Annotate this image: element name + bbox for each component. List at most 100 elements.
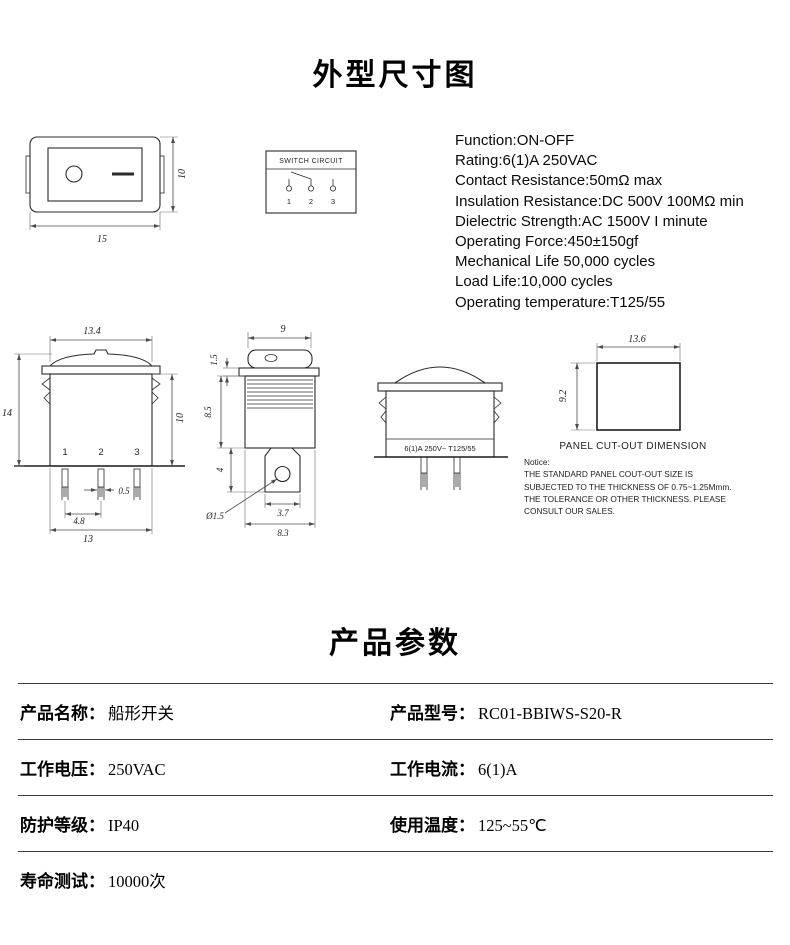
params-title: 产品参数	[329, 627, 461, 660]
switch-circuit-diagram: SWITCH CIRCUIT 1 2 3	[265, 150, 357, 214]
side-body-height-label: 8.5	[203, 406, 213, 418]
notice-line: SUBJECTED TO THE THICKNESS OF 0.75~1.25M…	[524, 481, 732, 492]
spec-line: Operating temperature:T125/55	[455, 293, 666, 311]
front-view-drawing: 1 2 3 13.4 14 10 0.5	[2, 326, 186, 545]
front-small-width-label: 15	[97, 234, 107, 245]
marking-view-drawing: 6(1)A 250V~ T125/55	[374, 366, 508, 490]
param-value: 250VAC	[108, 760, 166, 779]
front-total-height-label: 14	[2, 408, 12, 419]
dim-flange-height-1-5: 1.5	[209, 354, 239, 386]
front-body-width-label: 13	[83, 534, 93, 545]
dim-bracket-width-3-7: 3.7	[264, 494, 301, 518]
param-value: 125~55℃	[478, 816, 547, 835]
spec-line: Load Life:10,000 cycles	[455, 273, 613, 291]
param-cell: 寿命测试：10000次	[20, 867, 166, 892]
rocker-circle-mark	[65, 165, 83, 183]
param-value: 10000次	[108, 872, 166, 891]
circuit-terminal-1: 1	[287, 197, 291, 206]
spec-list: Function:ON-OFF Rating:6(1)A 250VAC Cont…	[455, 131, 744, 313]
front-terminal-1: 1	[62, 447, 67, 458]
rating-marking-label: 6(1)A 250V~ T125/55	[404, 444, 475, 453]
side-body-width-label: 8.3	[277, 528, 289, 538]
dim-bracket-height-4: 4	[215, 448, 265, 493]
param-label: 工作电流：	[390, 760, 475, 779]
param-cell: 防护等级：IP40	[20, 811, 139, 836]
table-row: 工作电压：250VAC 工作电流：6(1)A	[18, 739, 773, 795]
front-small-height-label: 10	[177, 169, 188, 179]
circuit-terminal-2: 2	[309, 197, 313, 206]
param-value: 船形开关	[108, 704, 174, 723]
param-label: 防护等级：	[20, 816, 105, 835]
param-label: 使用温度：	[390, 816, 475, 835]
side-top-width-label: 9	[281, 324, 286, 335]
switch-front-small-drawing: 10 15	[25, 136, 188, 245]
side-view-outline	[238, 349, 320, 493]
dim-cutout-height-9-2: 9.2	[558, 362, 595, 431]
dim-body-height-8-5: 8.5	[203, 375, 245, 449]
front-pins	[61, 468, 141, 500]
mounting-hole	[274, 465, 291, 483]
table-row: 防护等级：IP40 使用温度：125~55℃	[18, 795, 773, 851]
panel-cutout-caption: PANEL CUT-OUT DIMENSION	[559, 441, 707, 452]
side-bracket-width-label: 3.7	[276, 508, 289, 518]
dim-pin-pitch-4-8: 4.8	[64, 501, 102, 526]
panel-cutout-drawing: 13.6 9.2	[558, 334, 681, 431]
notice-block: Notice: THE STANDARD PANEL COUT-OUT SIZE…	[524, 456, 738, 517]
dim-pin-thickness-0-5: 0.5	[84, 486, 130, 496]
spec-line: Rating:6(1)A 250VAC	[455, 152, 598, 170]
param-cell: 产品名称：船形开关	[20, 699, 174, 724]
cutout-width-label: 13.6	[628, 334, 646, 345]
front-terminal-3: 3	[134, 447, 139, 458]
front-top-width-label: 13.4	[83, 326, 101, 337]
spec-line: Function:ON-OFF	[455, 132, 575, 149]
circuit-symbol	[285, 171, 337, 192]
param-label: 产品名称：	[20, 704, 105, 723]
front-terminal-2: 2	[98, 447, 103, 458]
cutout-rect	[596, 362, 681, 431]
page-title: 外型尺寸图	[312, 59, 478, 92]
param-cell: 工作电流：6(1)A	[390, 755, 517, 780]
param-value: RC01-BBIWS-S20-R	[478, 704, 622, 723]
front-pin-pitch-label: 4.8	[73, 516, 85, 526]
marking-view-outline	[374, 366, 508, 490]
front-body-height-label: 10	[175, 413, 186, 423]
param-label: 工作电压：	[20, 760, 105, 779]
circuit-terminal-3: 3	[331, 197, 335, 206]
dim-total-height-14: 14	[2, 353, 52, 467]
param-label: 寿命测试：	[20, 872, 105, 891]
spec-line: Contact Resistance:50mΩ max	[455, 172, 663, 190]
spec-line: Insulation Resistance:DC 500V 100MΩ min	[455, 192, 744, 210]
switch-circuit-title: SWITCH CIRCUIT	[279, 158, 343, 165]
param-value: IP40	[108, 816, 140, 835]
side-view-drawing: 9 1.5 8.5 4 Ø1.5 3.7	[203, 324, 320, 538]
table-row: 产品名称：船形开关 产品型号：RC01-BBIWS-S20-R	[18, 683, 773, 739]
param-cell: 工作电压：250VAC	[20, 755, 165, 780]
dim-body-height-10: 10	[152, 373, 186, 466]
param-label: 产品型号：	[390, 704, 475, 723]
side-hole-dia-label: Ø1.5	[205, 511, 224, 521]
param-cell: 使用温度：125~55℃	[390, 811, 547, 836]
dim-body-width-13: 13	[49, 468, 153, 545]
param-value: 6(1)A	[478, 760, 518, 779]
dim-top-width-13-4: 13.4	[49, 326, 153, 362]
spec-line: Operating Force:450±150gf	[455, 233, 639, 251]
spec-line: Mechanical Life 50,000 cycles	[455, 253, 656, 271]
dim-hole-dia: Ø1.5	[205, 478, 278, 521]
notice-line: THE TOLERANCE OR OTHER THICKNESS. PLEASE	[524, 493, 726, 504]
dim-side-body-width-8-3: 8.3	[244, 450, 316, 538]
side-bracket-height-label: 4	[215, 467, 225, 472]
table-row: 寿命测试：10000次	[18, 851, 773, 907]
dim-side-top-width-9: 9	[247, 324, 312, 348]
cutout-height-label: 9.2	[558, 390, 569, 403]
dim-cutout-width-13-6: 13.6	[596, 334, 681, 361]
dim-height-10: 10	[160, 136, 188, 213]
params-table: 产品名称：船形开关 产品型号：RC01-BBIWS-S20-R 工作电压：250…	[18, 683, 773, 907]
notice-line: CONSULT OUR SALES.	[524, 506, 615, 517]
notice-title: Notice:	[524, 457, 550, 467]
front-view-outline	[14, 349, 185, 467]
notice-line: THE STANDARD PANEL COUT-OUT SIZE IS	[524, 469, 693, 480]
front-pin-thickness-label: 0.5	[118, 486, 130, 496]
side-flange-height-label: 1.5	[209, 354, 219, 366]
switch-front-small-outline	[25, 136, 165, 213]
